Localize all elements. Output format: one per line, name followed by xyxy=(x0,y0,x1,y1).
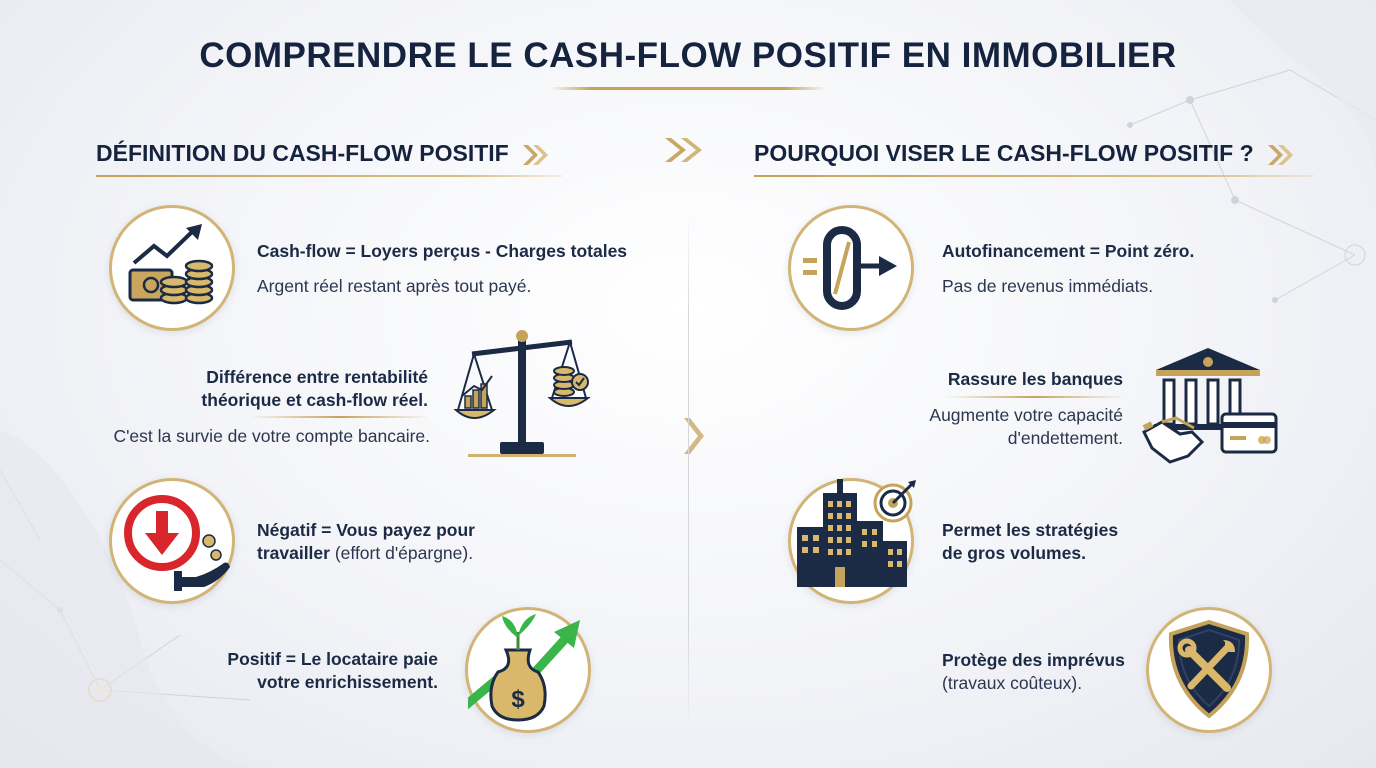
right-section-heading: POURQUOI VISER LE CASH-FLOW POSITIF ? xyxy=(754,140,1296,167)
left-heading-text: DÉFINITION DU CASH-FLOW POSITIF xyxy=(96,140,509,166)
right-item-2-desc-wrap: Augmente votre capacité d'endettement. xyxy=(830,404,1123,450)
money-growth-icon xyxy=(109,205,235,331)
left-item-4-text: Positif = Le locataire paie votre enrich… xyxy=(100,648,438,694)
right-item-4-bold: Protège des imprévus xyxy=(942,650,1125,670)
svg-text:$: $ xyxy=(511,686,525,713)
right-item-3-bold-1: Permet les stratégies xyxy=(942,520,1119,540)
right-item-2-desc-2: d'endettement. xyxy=(1007,428,1123,448)
right-item-2-bold: Rassure les banques xyxy=(947,369,1123,389)
right-item-1-bold: Autofinancement = Point zéro. xyxy=(942,241,1195,261)
down-arrow-payment-icon xyxy=(109,478,235,604)
right-item-1-desc: Pas de revenus immédiats. xyxy=(942,276,1154,296)
left-item-4-bold-2: votre enrichissement. xyxy=(257,672,438,692)
zero-arrow-icon xyxy=(788,205,914,331)
left-item-1-desc: Argent réel restant après tout payé. xyxy=(257,276,532,296)
left-item-1-bold: Cash-flow = Loyers perçus - Charges tota… xyxy=(257,241,628,261)
right-heading-rule xyxy=(754,175,1314,177)
title-underline xyxy=(550,87,826,90)
left-item-2-rule xyxy=(250,416,430,418)
left-item-3-bold: Négatif = Vous payez pour xyxy=(257,520,475,540)
shield-tools-icon xyxy=(1146,607,1272,733)
left-section-heading: DÉFINITION DU CASH-FLOW POSITIF xyxy=(96,140,551,167)
left-item-2-desc-wrap: C'est la survie de votre compte bancaire… xyxy=(40,425,430,448)
column-divider xyxy=(688,212,689,732)
balance-scale-icon xyxy=(453,330,591,457)
double-chevron-icon xyxy=(523,144,549,165)
left-item-3-text: Négatif = Vous payez pour travailler (ef… xyxy=(257,519,637,565)
left-item-3-bold-2: travailler xyxy=(257,543,330,563)
right-item-1-text: Autofinancement = Point zéro. Pas de rev… xyxy=(942,240,1342,298)
right-item-4-text: Protège des imprévus (travaux coûteux). xyxy=(942,649,1142,695)
left-item-3-desc: (effort d'épargne). xyxy=(334,543,474,563)
left-heading-rule xyxy=(96,175,562,177)
right-heading-text: POURQUOI VISER LE CASH-FLOW POSITIF ? xyxy=(754,140,1254,166)
left-item-2-desc: C'est la survie de votre compte bancaire… xyxy=(113,426,430,446)
target-icon xyxy=(873,480,916,523)
right-item-3-text: Permet les stratégies de gros volumes. xyxy=(942,519,1242,565)
double-chevron-icon xyxy=(1268,144,1294,165)
bank-handshake-icon xyxy=(1142,348,1278,464)
buildings-target-icon xyxy=(788,478,914,604)
right-item-2-rule xyxy=(945,396,1125,398)
left-item-4-bold-1: Positif = Le locataire paie xyxy=(227,649,438,669)
right-item-4-desc: (travaux coûteux). xyxy=(942,673,1083,693)
right-item-2-desc-1: Augmente votre capacité xyxy=(929,405,1123,425)
page-title: COMPRENDRE LE CASH-FLOW POSITIF EN IMMOB… xyxy=(199,36,1177,75)
money-bag-growth-icon: $ xyxy=(465,607,591,733)
right-item-3-bold-2: de gros volumes. xyxy=(942,543,1086,563)
left-item-1-text: Cash-flow = Loyers perçus - Charges tota… xyxy=(257,240,677,298)
right-item-2-text: Rassure les banques xyxy=(830,368,1123,391)
left-item-2-bold-2: théorique et cash-flow réel. xyxy=(201,390,428,410)
left-item-2-text: Différence entre rentabilité théorique e… xyxy=(60,366,428,412)
left-item-2-bold-1: Différence entre rentabilité xyxy=(206,367,428,387)
